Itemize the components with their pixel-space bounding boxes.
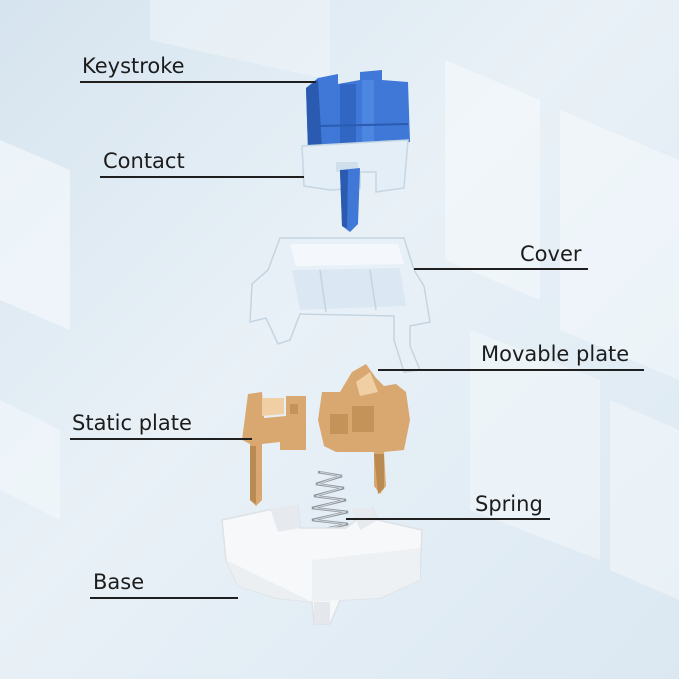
contact-stem (301, 139, 409, 232)
contact-label: Contact (103, 149, 185, 173)
static-plate-label: Static plate (72, 411, 192, 435)
static-plate (242, 392, 306, 506)
contact-leader-line (100, 176, 304, 178)
cover-leader-line (414, 268, 588, 270)
base-leader-line (90, 597, 238, 599)
keystroke-stem (306, 70, 410, 150)
keystroke-label: Keystroke (82, 54, 185, 78)
spring-label: Spring (475, 492, 543, 516)
base-label: Base (93, 570, 145, 594)
spring-leader-line (346, 518, 550, 520)
movable-plate-leader-line (378, 369, 644, 371)
cover-housing (249, 237, 431, 373)
keystroke-leader-line (80, 81, 316, 83)
movable-plate-label: Movable plate (481, 342, 630, 366)
base-housing (221, 505, 423, 625)
movable-plate (318, 364, 410, 494)
cover-label: Cover (520, 242, 582, 266)
static-plate-leader-line (70, 438, 252, 440)
